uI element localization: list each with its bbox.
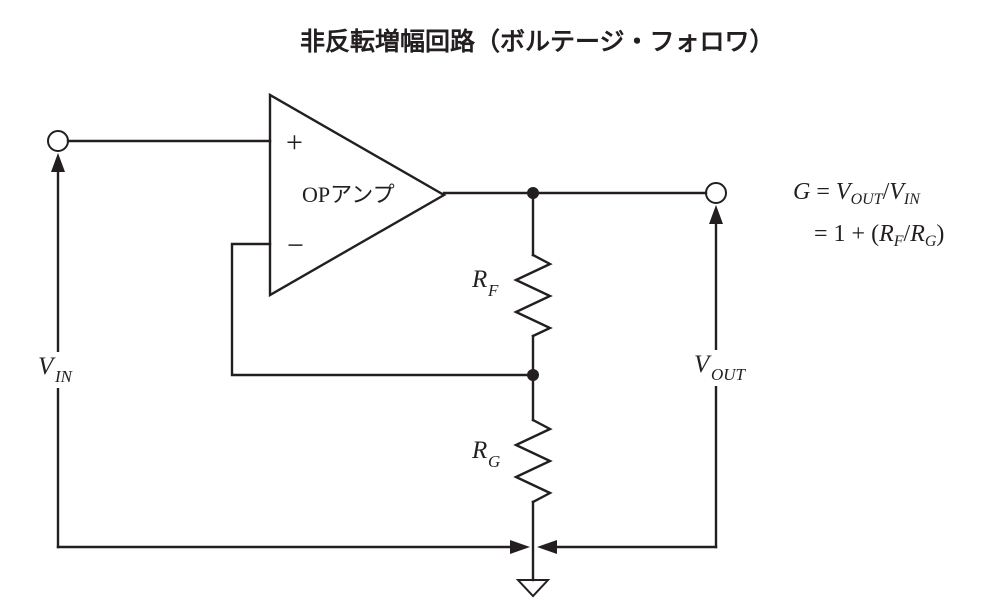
formula-f-subscript: F: [893, 233, 904, 250]
vout-label-subscript: OUT: [711, 365, 747, 384]
vout-arrowhead-left: [537, 540, 557, 554]
rf-label: R: [471, 266, 487, 293]
formula-slash: /: [882, 179, 890, 205]
output-terminal: [705, 182, 727, 204]
formula-slash-2: /: [903, 221, 911, 247]
opamp-plus-sign: +: [286, 126, 303, 159]
rf-label-subscript: F: [487, 281, 499, 300]
opamp-triangle: [268, 92, 447, 298]
rg-label: R: [471, 437, 487, 464]
resistor-rf: [513, 253, 553, 338]
gain-formula-line1: G = VOUT/VIN: [793, 180, 920, 208]
formula-r-g: R: [910, 221, 925, 247]
resistor-rg: [513, 418, 553, 504]
vin-label-subscript: IN: [54, 367, 74, 386]
ground-icon: [515, 579, 551, 598]
vin-label-bg: [36, 352, 84, 388]
input-terminal: [47, 130, 69, 152]
formula-line2-prefix: = 1 + (: [814, 221, 880, 247]
formula-v-out: V: [835, 179, 851, 205]
vout-label-bg: [690, 350, 752, 386]
opamp-minus-sign: −: [287, 229, 304, 262]
vout-arrowhead-up: [709, 205, 723, 224]
formula-equals: =: [810, 179, 836, 205]
formula-g-subscript: G: [924, 233, 937, 250]
opamp-label: OPアンプ: [302, 182, 395, 207]
formula-g: G: [793, 179, 811, 205]
formula-r-f: R: [879, 221, 894, 247]
vin-arrowhead-up: [51, 153, 65, 172]
formula-out-subscript: OUT: [850, 191, 883, 208]
gain-formula-line2: = 1 + (RF/RG): [814, 222, 944, 250]
vin-label: V: [38, 353, 56, 380]
diagram-title: 非反転増幅回路（ボルテージ・フォロワ）: [300, 27, 775, 56]
vout-label: V: [694, 351, 712, 378]
formula-v-in: V: [889, 179, 904, 205]
vin-arrowhead-right: [510, 540, 530, 554]
formula-in-subscript: IN: [903, 191, 920, 208]
rg-label-subscript: G: [488, 452, 500, 471]
formula-close-paren: ): [936, 221, 945, 247]
feedback-wire: [230, 242, 535, 377]
